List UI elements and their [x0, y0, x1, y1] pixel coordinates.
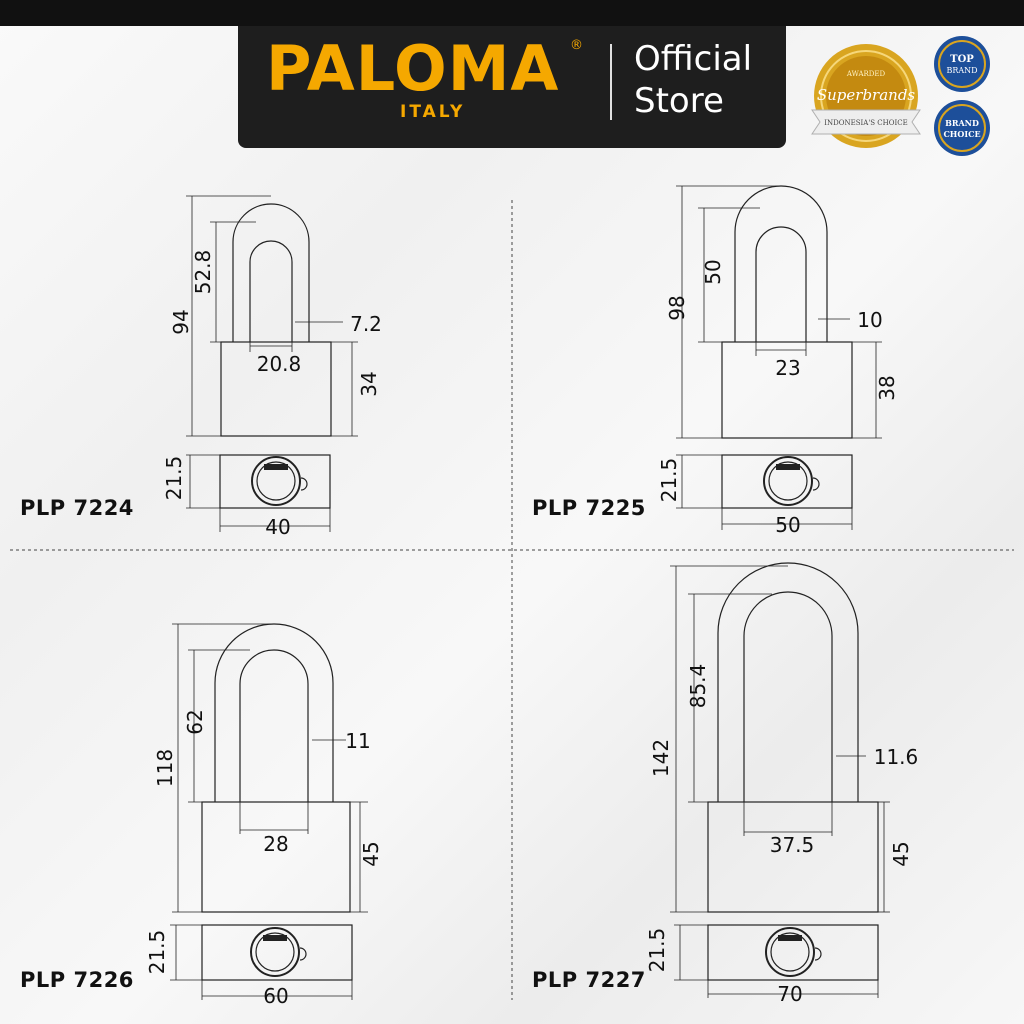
dimension-labels-plp-7225: 98 50 10 23 38 21.5 50 [657, 259, 899, 537]
dim-shackle-dia-plp-7226: 11 [345, 729, 370, 753]
lock-base-plp-7227 [707, 924, 879, 981]
base-tab-plp-7227 [814, 947, 822, 961]
dim-inner-width-plp-7227: 37.5 [770, 833, 815, 857]
dimension-labels-plp-7226: 118 62 11 28 45 21.5 60 [145, 709, 383, 1008]
lock-body-plp-7224 [220, 341, 332, 437]
model-name-plp-7226: PLP 7226 [20, 968, 134, 992]
shackle-outer-plp-7227 [717, 562, 859, 802]
dim-shackle-dia-plp-7224: 7.2 [350, 312, 382, 336]
model-name-plp-7224: PLP 7224 [20, 496, 134, 520]
dim-body-depth-plp-7224: 21.5 [162, 456, 186, 501]
shackle-inner-plp-7226 [239, 649, 309, 802]
store-label: Official Store [634, 38, 752, 122]
top-brand-line-2: BRAND [946, 66, 977, 75]
dim-body-width-plp-7226: 60 [263, 984, 288, 1008]
top-bar [0, 0, 1024, 26]
key-cylinder-plp-7224 [251, 456, 301, 506]
keyway-plp-7227 [778, 935, 802, 941]
key-cylinder-plp-7227 [765, 927, 815, 977]
dim-shackle-dia-plp-7225: 10 [857, 308, 882, 332]
shackle-outer-plp-7225 [734, 185, 828, 342]
shackle-outer-plp-7224 [232, 203, 310, 342]
brand-choice-badge: BRAND CHOICE [934, 100, 990, 156]
dim-body-height-plp-7224: 34 [357, 371, 381, 396]
keyway-plp-7226 [263, 935, 287, 941]
model-name-plp-7227: PLP 7227 [532, 968, 646, 992]
shackle-inner-plp-7224 [249, 240, 293, 342]
dim-shackle-height-plp-7226: 62 [183, 709, 207, 734]
keyway-plp-7225 [776, 464, 800, 470]
superbrands-name: Superbrands [817, 86, 916, 104]
brand-choice-seal [934, 100, 990, 156]
dim-body-depth-plp-7226: 21.5 [145, 930, 169, 975]
superbrands-ribbon [811, 109, 921, 135]
lock-body-plp-7227 [707, 801, 879, 913]
top-brand-seal [934, 36, 990, 92]
lock-body-plp-7226 [201, 801, 351, 913]
key-cylinder-plp-7226 [250, 927, 300, 977]
dim-body-width-plp-7227: 70 [777, 982, 802, 1006]
brand-choice-line-2: CHOICE [943, 129, 980, 139]
dim-shackle-dia-plp-7227: 11.6 [874, 745, 919, 769]
brand-subtitle: ITALY [400, 102, 466, 122]
dim-body-width-plp-7224: 40 [265, 515, 290, 539]
product-plp-7224 [186, 195, 358, 532]
dim-total-height-plp-7226: 118 [153, 749, 177, 787]
lock-base-plp-7224 [219, 454, 331, 509]
shackle-inner-plp-7227 [743, 591, 833, 802]
base-tab-plp-7224 [300, 477, 308, 491]
key-cylinder-plp-7225 [763, 456, 813, 506]
lock-body-plp-7225 [721, 341, 853, 439]
dim-body-depth-plp-7225: 21.5 [657, 458, 681, 503]
dim-body-height-plp-7227: 45 [889, 841, 913, 866]
dim-total-height-plp-7224: 94 [169, 309, 193, 334]
dim-body-width-plp-7225: 50 [775, 513, 800, 537]
dim-inner-width-plp-7225: 23 [775, 356, 800, 380]
base-tab-plp-7226 [299, 947, 307, 961]
store-header: PALOMA ® ITALY Official Store [238, 26, 786, 148]
keyway-plp-7224 [264, 464, 288, 470]
superbrands-badge: AWARDED Superbrands INDONESIA'S CHOICE [811, 44, 921, 148]
base-tab-plp-7225 [812, 477, 820, 491]
lock-base-plp-7225 [721, 454, 853, 509]
brand-choice-line-1: BRAND [945, 118, 979, 128]
dim-inner-width-plp-7224: 20.8 [257, 352, 302, 376]
dim-body-depth-plp-7227: 21.5 [645, 928, 669, 973]
dim-total-height-plp-7227: 142 [649, 739, 673, 777]
superbrands-ribbon-text: INDONESIA'S CHOICE [824, 119, 907, 127]
shackle-inner-plp-7225 [755, 226, 807, 342]
lock-base-plp-7226 [201, 924, 353, 981]
dimension-labels-plp-7224: 94 52.8 7.2 20.8 34 21.5 40 [162, 250, 382, 539]
dim-shackle-height-plp-7224: 52.8 [191, 250, 215, 295]
product-plp-7226 [170, 623, 368, 1000]
product-plp-7227 [670, 562, 890, 998]
registered-mark: ® [570, 38, 583, 53]
model-name-plp-7225: PLP 7225 [532, 496, 646, 520]
dim-shackle-height-plp-7227: 85.4 [686, 664, 710, 709]
brand-logo: PALOMA [266, 32, 560, 105]
store-label-line-2: Store [634, 81, 724, 121]
dim-body-height-plp-7226: 45 [359, 841, 383, 866]
dim-inner-width-plp-7226: 28 [263, 832, 288, 856]
store-label-line-1: Official [634, 39, 753, 79]
dim-body-height-plp-7225: 38 [875, 375, 899, 400]
top-brand-badge: TOP BRAND [934, 36, 990, 92]
header-divider [610, 44, 612, 120]
shackle-outer-plp-7226 [214, 623, 334, 802]
top-brand-line-1: TOP [950, 54, 974, 65]
dim-shackle-height-plp-7225: 50 [701, 259, 725, 284]
dimension-labels-plp-7227: 142 85.4 11.6 37.5 45 21.5 70 [645, 664, 918, 1006]
product-plp-7225 [676, 185, 882, 530]
dim-total-height-plp-7225: 98 [665, 295, 689, 320]
superbrands-awarded: AWARDED [846, 70, 886, 78]
